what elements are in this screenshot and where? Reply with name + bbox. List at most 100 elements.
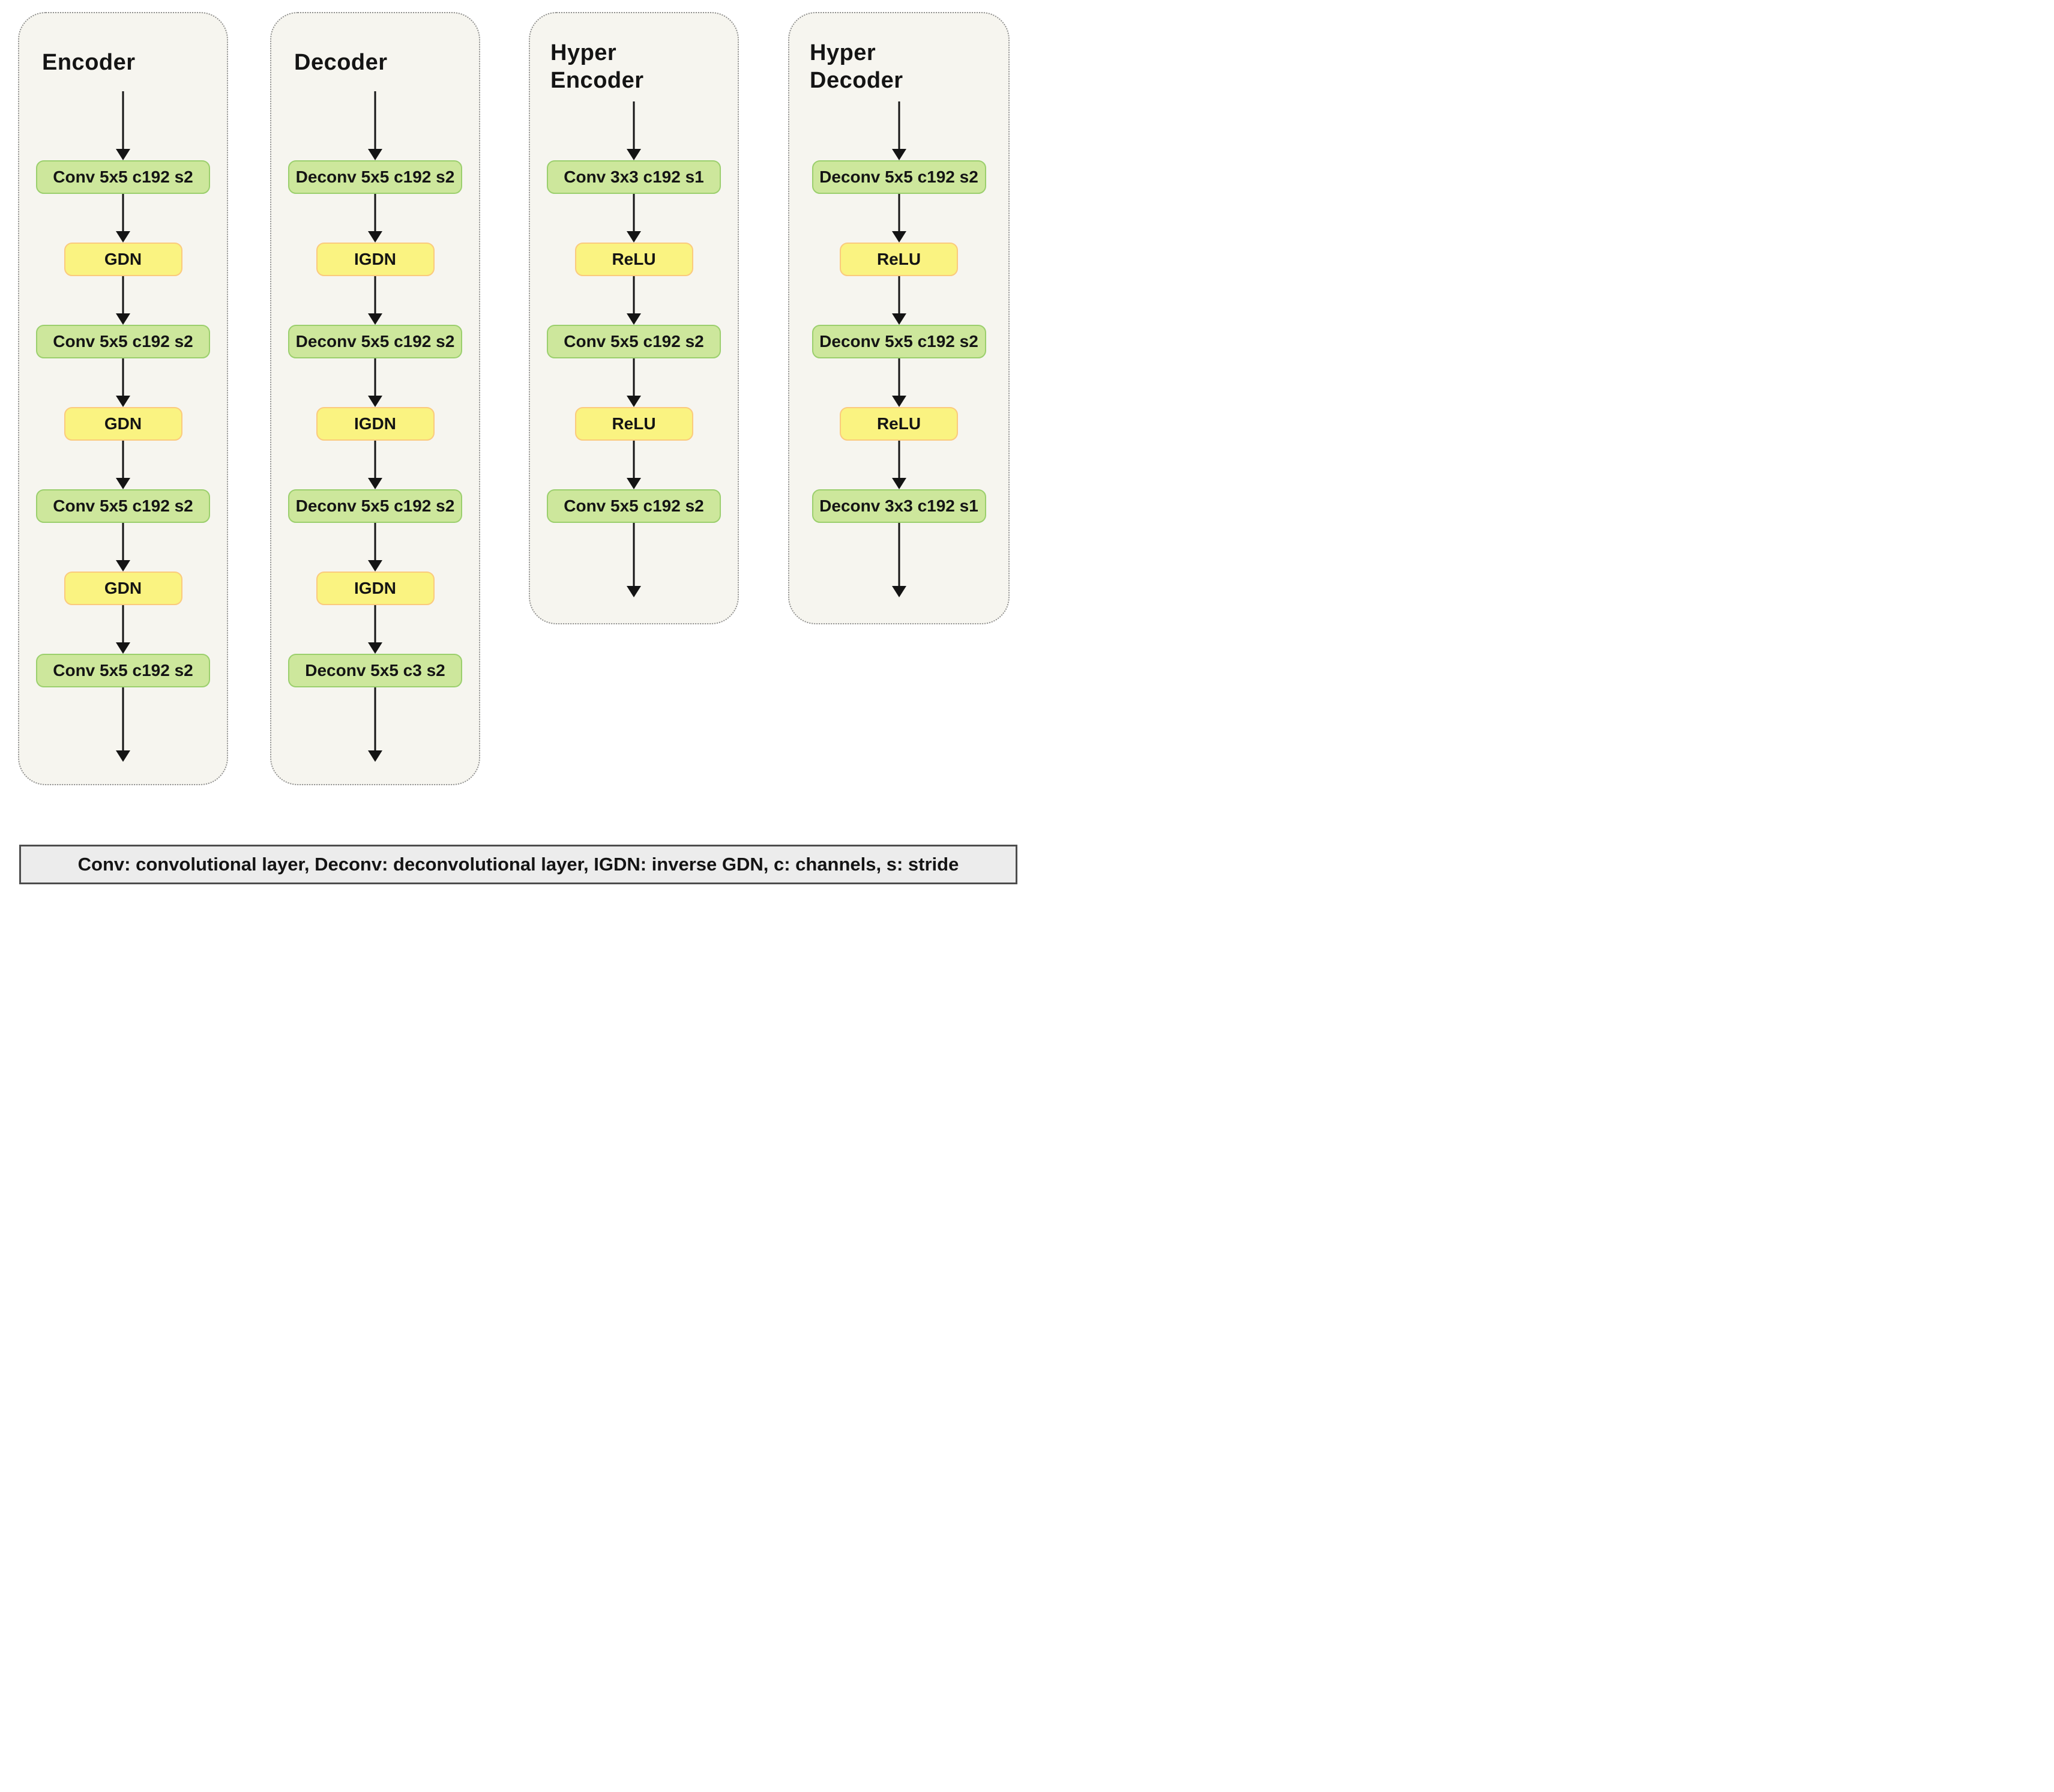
arrow-shaft [122,523,124,563]
layer-box: Deconv 3x3 c192 s1 [812,489,986,523]
activation-box: IGDN [316,572,435,605]
layer-box: Deconv 5x5 c192 s2 [288,325,462,358]
arrow-shaft [374,358,376,398]
arrow-head-icon [891,149,906,160]
layer-box: Conv 5x5 c192 s2 [36,160,210,194]
arrow-shaft [374,276,376,316]
panel-title-line: Encoder [550,67,644,93]
arrow-head-icon [891,231,906,243]
flow-arrow [115,194,131,243]
flow-arrow [367,605,383,654]
arrow-head-icon [891,586,906,597]
panel-title-hyper-encoder: Hyper Encoder [550,40,644,94]
legend-bar: Conv: convolutional layer, Deconv: decon… [19,845,1017,884]
arrow-head-icon [891,313,906,325]
flow-arrow [115,276,131,325]
flow-arrow [115,91,131,160]
arrow-head-icon [627,396,641,407]
arrow-shaft [122,441,124,480]
activation-box: GDN [64,407,182,441]
flow-column-hyper-decoder: Deconv 5x5 c192 s2 ReLU Deconv 5x5 c192 s2… [789,13,1008,623]
arrow-shaft [122,687,124,753]
flow-arrow [626,358,642,407]
flow-arrow [891,523,907,597]
panel-encoder: Encoder Conv 5x5 c192 s2 GDN Conv 5x5 c192… [18,12,228,785]
arrow-head-icon [368,642,382,654]
arrow-shaft [898,101,900,151]
flow-arrow [891,101,907,160]
flow-arrow [367,194,383,243]
arrow-head-icon [368,560,382,572]
panel-title-encoder: Encoder [42,49,136,77]
layer-box: Deconv 5x5 c192 s2 [288,160,462,194]
flow-arrow [891,358,907,407]
arrow-head-icon [368,478,382,489]
activation-box: GDN [64,572,182,605]
layer-box: Deconv 5x5 c192 s2 [812,325,986,358]
flow-arrow [367,687,383,762]
arrow-head-icon [627,149,641,160]
flow-arrow [367,91,383,160]
arrow-shaft [633,194,635,234]
arrow-head-icon [116,750,130,762]
arrow-shaft [374,687,376,753]
arrow-shaft [633,358,635,398]
arrow-shaft [898,523,900,588]
panel-title-decoder: Decoder [294,49,388,77]
arrow-head-icon [627,586,641,597]
flow-arrow [115,687,131,762]
panel-hyper-encoder: Hyper Encoder Conv 3x3 c192 s1 ReLU Conv 5… [529,12,739,624]
arrow-head-icon [116,560,130,572]
arrow-shaft [374,194,376,234]
arrow-head-icon [891,478,906,489]
activation-box: ReLU [574,243,693,276]
flow-arrow [115,605,131,654]
arrow-head-icon [891,396,906,407]
flow-arrow [891,194,907,243]
arrow-head-icon [368,750,382,762]
activation-box: ReLU [840,243,958,276]
flow-arrow [891,276,907,325]
arrow-shaft [633,101,635,151]
arrow-shaft [633,523,635,588]
panel-title-line: Encoder [42,50,136,75]
arrow-head-icon [627,231,641,243]
panel-title-line: Decoder [810,67,903,93]
flow-arrow [115,358,131,407]
layer-box: Conv 5x5 c192 s2 [36,654,210,687]
arrow-shaft [374,441,376,480]
arrow-shaft [122,358,124,398]
flow-arrow [626,194,642,243]
arrow-shaft [122,276,124,316]
layer-box: Conv 5x5 c192 s2 [547,489,721,523]
flow-arrow [367,441,383,489]
panel-title-line: Hyper [550,40,617,65]
layer-box: Deconv 5x5 c192 s2 [812,160,986,194]
layer-box: Conv 3x3 c192 s1 [547,160,721,194]
panel-title-line: Hyper [810,40,876,65]
arrow-shaft [633,441,635,480]
panel-title-hyper-decoder: Hyper Decoder [810,40,903,94]
flow-arrow [626,523,642,597]
panel-title-line: Decoder [294,50,388,75]
arrow-shaft [122,605,124,645]
flow-arrow [367,358,383,407]
arrow-head-icon [116,396,130,407]
arrow-head-icon [368,313,382,325]
flow-arrow [626,441,642,489]
arrow-shaft [898,441,900,480]
activation-box: IGDN [316,243,435,276]
arrow-shaft [374,605,376,645]
flow-arrow [626,101,642,160]
arrow-head-icon [368,396,382,407]
arrow-head-icon [368,231,382,243]
arrow-shaft [898,276,900,316]
arrow-shaft [633,276,635,316]
arrow-head-icon [627,313,641,325]
flow-arrow [891,441,907,489]
layer-box: Deconv 5x5 c3 s2 [288,654,462,687]
activation-box: IGDN [316,407,435,441]
flow-arrow [115,441,131,489]
